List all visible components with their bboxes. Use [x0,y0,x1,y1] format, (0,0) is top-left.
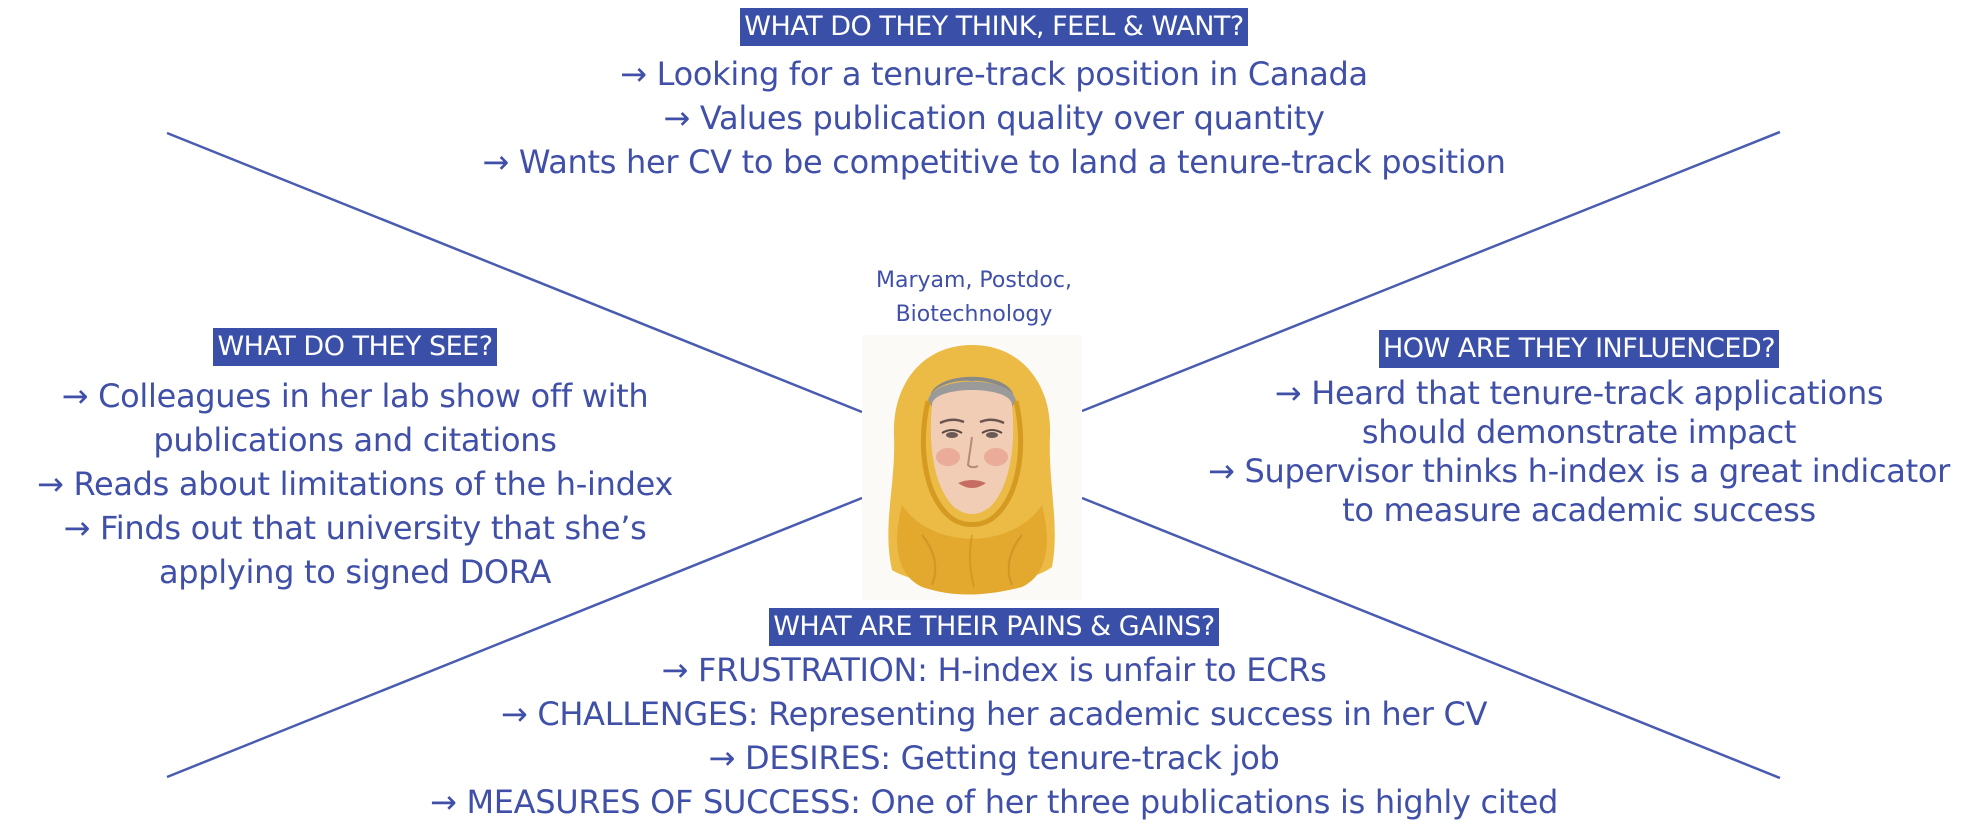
list-item: →Heard that tenure-track applications [1274,374,1884,412]
arrow-icon: → [708,739,735,777]
section-heading: WHAT DO THEY THINK, FEEL & WANT? [740,8,1248,46]
list-item-continuation: should demonstrate impact [1361,413,1797,451]
arrow-icon: → [429,783,457,821]
list-item: →MEASURES OF SUCCESS: One of her three p… [429,783,1559,821]
list-item-continuation: applying to signed DORA [158,553,552,591]
section-heading: WHAT DO THEY SEE? [213,328,497,366]
section-influenced: HOW ARE THEY INFLUENCED? →Heard that ten… [1170,330,1988,530]
diagonal-top-right [1081,130,1781,413]
arrow-icon: → [36,465,64,503]
arrow-icon: → [661,651,689,689]
mouth [958,480,986,488]
section-heading: WHAT ARE THEIR PAINS & GAINS? [769,608,1219,646]
list-item: →Reads about limitations of the h-index [36,465,674,503]
diagonal-bottom-left [166,496,863,779]
arrow-icon: → [1208,452,1235,490]
section-think-feel-want: WHAT DO THEY THINK, FEEL & WANT? →Lookin… [244,8,1744,184]
arrow-icon: → [63,509,91,547]
item-list: →Looking for a tenure-track position in … [244,52,1744,184]
diagonal-top-left [166,131,863,414]
list-item: →Colleagues in her lab show off with [61,377,649,415]
section-pains-gains: WHAT ARE THEIR PAINS & GAINS? →FRUSTRATI… [244,608,1744,824]
arrow-icon: → [61,377,89,415]
list-item-continuation: to measure academic success [1342,491,1816,529]
hair [930,376,1014,397]
list-item: →CHALLENGES: Representing her academic s… [500,695,1488,733]
arrow-icon: → [620,55,647,93]
list-item: →Wants her CV to be competitive to land … [482,143,1506,181]
arrow-icon: → [1274,374,1302,412]
arrow-icon: → [663,99,690,137]
section-see: WHAT DO THEY SEE? →Colleagues in her lab… [0,328,710,594]
persona-name-line1: Maryam, Postdoc, [876,268,1072,293]
persona-portrait [862,335,1082,600]
persona-name-line2: Biotechnology [895,302,1053,327]
diagonal-bottom-right [1081,496,1781,780]
arrow-icon: → [500,695,528,733]
list-item: →DESIRES: Getting tenure-track job [708,739,1280,777]
persona-caption: Maryam, Postdoc, Biotechnology [850,264,1098,332]
list-item: →Finds out that university that she’s [63,509,647,547]
item-list: →Colleagues in her lab show off with pub… [0,374,710,594]
list-item: →Looking for a tenure-track position in … [620,55,1368,93]
list-item-continuation: publications and citations [153,421,557,459]
item-list: →Heard that tenure-track applications sh… [1170,374,1988,530]
item-list: →FRUSTRATION: H-index is unfair to ECRs … [244,648,1744,824]
list-item: →FRUSTRATION: H-index is unfair to ECRs [661,651,1327,689]
list-item: →Supervisor thinks h-index is a great in… [1208,452,1950,490]
section-heading: HOW ARE THEY INFLUENCED? [1378,330,1780,368]
arrow-icon: → [482,143,509,181]
list-item: →Values publication quality over quantit… [663,99,1325,137]
